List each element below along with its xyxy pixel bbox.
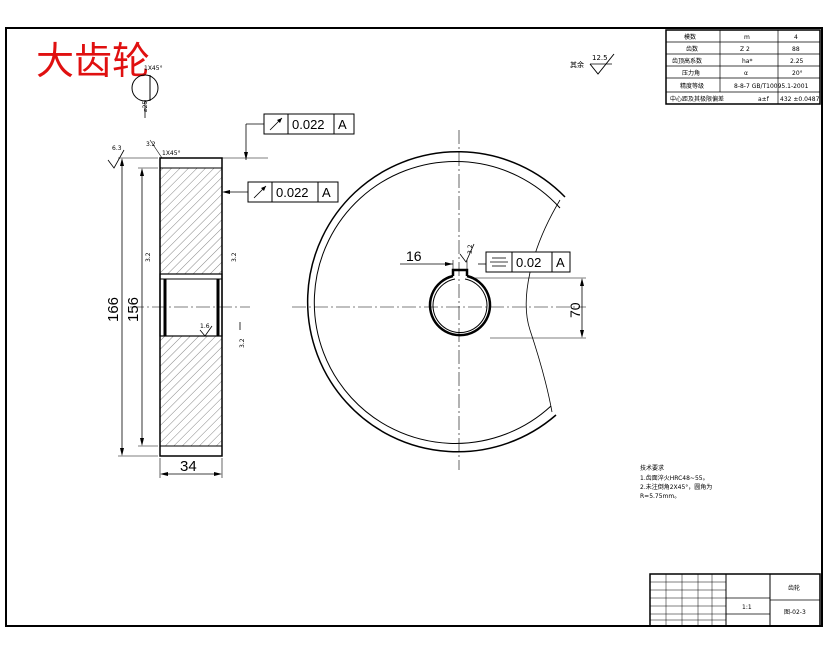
param-sym-4: 8-8-7 GB/T10095.1-2001 (734, 83, 809, 90)
param-sym-0: m (744, 34, 750, 41)
param-label-3: 压力角 (682, 69, 700, 77)
section-view (130, 157, 250, 457)
param-label-0: 模数 (684, 33, 696, 41)
tech-notes-heading: 技术要求 (640, 464, 664, 472)
front-view (292, 130, 586, 470)
dim-root-diameter: 156 (125, 297, 142, 322)
tech-notes-line-1: 1.齿面淬火HRC48~55。 (640, 474, 709, 482)
title-block-scale: 1:1 (742, 604, 752, 611)
tech-notes: 技术要求 1.齿面淬火HRC48~55。 2.未注倒角2X45°，圆角为 R=5… (640, 464, 712, 500)
roughness-other-value: 12.5 (592, 54, 608, 62)
surface-roughness-other: 其余 12.5 (570, 53, 615, 75)
param-label-2: 齿顶高系数 (672, 57, 702, 65)
symmetry-value: 0.02 (516, 255, 541, 270)
param-label-5: 中心距及其极限偏差 (670, 95, 724, 103)
detail-sketch: 1X45° ⌀25 (131, 65, 163, 118)
param-val-0: 4 (794, 34, 798, 41)
roughness-key-top: 3.2 (467, 244, 474, 254)
front-dimensions: 16 3.2 0.02 A 70 (400, 243, 586, 339)
parameter-table: 模数 m 4 齿数 Z 2 88 齿顶高系数 ha* 2.25 压力角 α 20… (665, 29, 821, 105)
roughness-side: 3.2 (239, 338, 246, 348)
param-sym-3: α (744, 70, 748, 77)
drawing-title: 大齿轮 (36, 39, 150, 83)
param-label-1: 齿数 (686, 45, 698, 53)
tolerance-runout-top: 0.022 A (222, 113, 355, 160)
param-val-1: 88 (792, 46, 800, 53)
roughness-top-left: 6.3 (112, 145, 122, 152)
roughness-bore: 1.6 (200, 323, 210, 330)
runout-side-datum: A (322, 185, 331, 200)
symmetry-datum: A (556, 255, 565, 270)
detail-dia-label: ⌀25 (142, 101, 149, 112)
roughness-top: 3.2 (146, 141, 156, 148)
dim-bore: 70 (567, 302, 583, 318)
runout-top-datum: A (338, 117, 347, 132)
dim-width: 34 (180, 458, 197, 475)
param-val-5: 432 ±0.0487 (780, 96, 820, 103)
param-val-2: 2.25 (790, 58, 804, 65)
param-sym-5: a±f (758, 96, 770, 103)
dim-keyway-width: 16 (406, 248, 422, 264)
tech-notes-line-3: R=5.75mm。 (640, 493, 680, 500)
roughness-hub-left: 3.2 (145, 252, 152, 262)
param-label-4: 精度等级 (680, 82, 704, 90)
param-sym-2: ha* (742, 58, 752, 65)
runout-top-value: 0.022 (292, 117, 325, 132)
runout-side-value: 0.022 (276, 185, 309, 200)
param-val-3: 20° (792, 70, 803, 77)
title-block: 齿轮 图-02-3 1:1 (649, 573, 821, 627)
tech-notes-line-2: 2.未注倒角2X45°，圆角为 (640, 483, 712, 491)
param-sym-1: Z 2 (740, 46, 750, 53)
tolerance-runout-side: 0.022 A (222, 181, 339, 203)
dim-overall-diameter: 166 (105, 297, 122, 322)
title-block-part-name: 齿轮 (788, 584, 800, 592)
title-block-drawing-no: 图-02-3 (784, 609, 806, 616)
roughness-other-label: 其余 (570, 60, 584, 69)
roughness-hub-right: 3.2 (231, 252, 238, 262)
sheet-border (5, 27, 823, 627)
detail-chamfer-label: 1X45° (144, 65, 163, 72)
section-dimensions: 166 156 34 1X45° 6.3 3.2 3.2 3.2 1.6 3.2 (105, 139, 246, 478)
section-chamfer-label: 1X45° (162, 150, 181, 157)
